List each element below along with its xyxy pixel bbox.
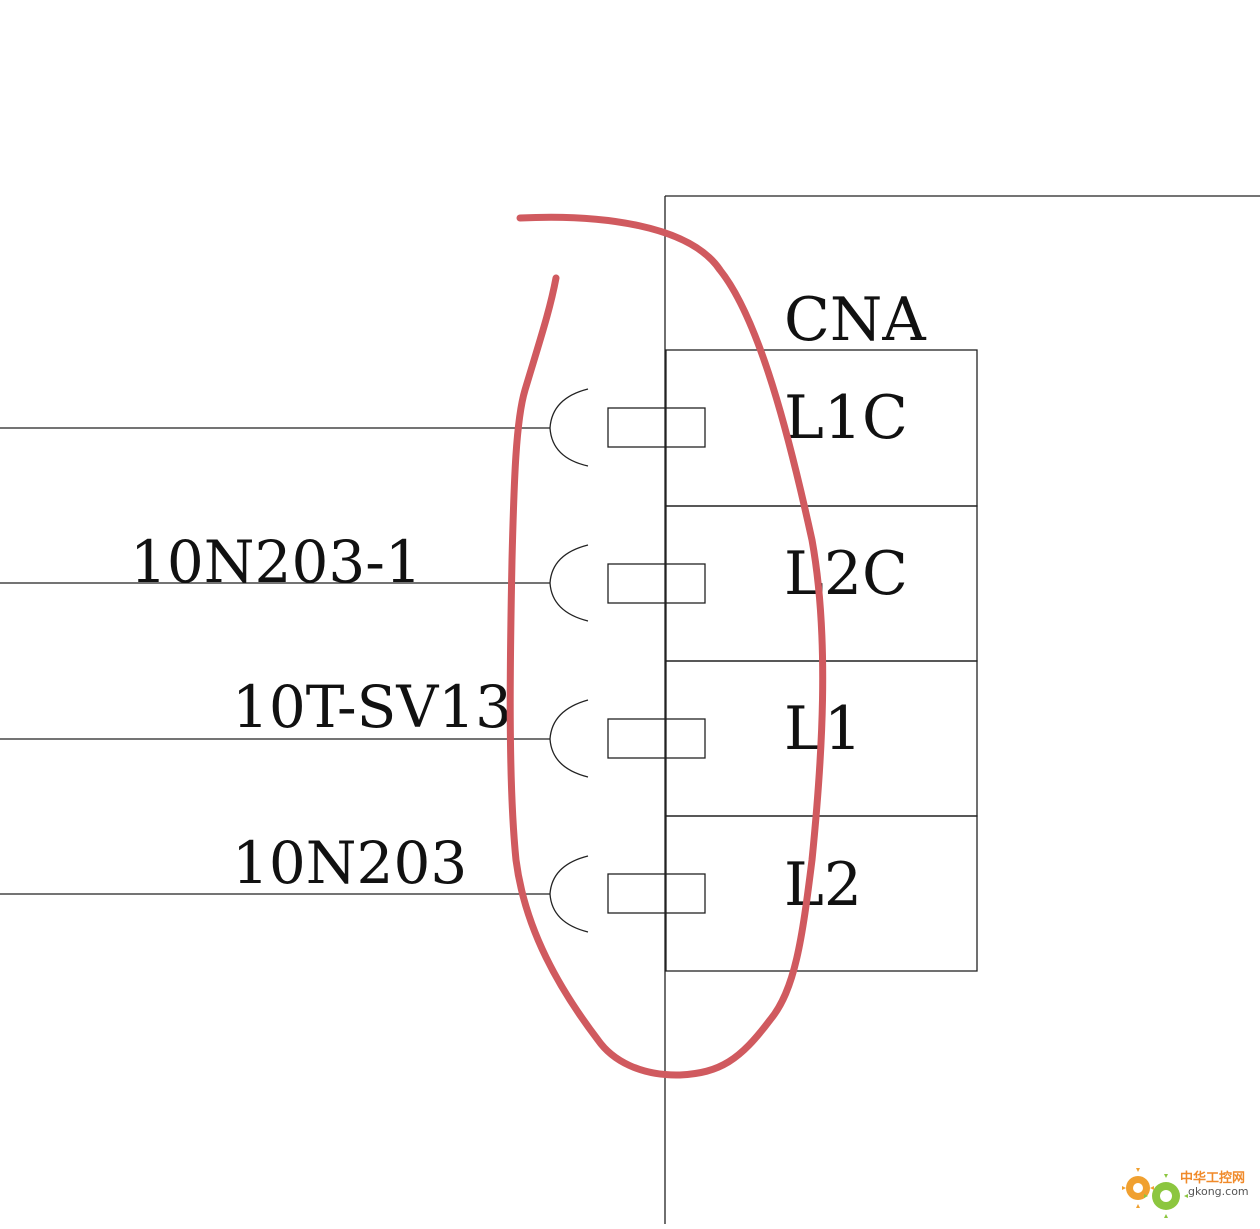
plug-socket-icon <box>549 544 589 622</box>
watermark-brand: 中华工控网 <box>1180 1170 1245 1186</box>
wire-label: 10N203 <box>232 829 467 897</box>
pin-label: L2C <box>784 539 908 609</box>
plug-socket-icon <box>549 855 589 933</box>
pin-terminal <box>607 873 706 914</box>
watermark: 中华工控网 gkong.com <box>1122 1168 1249 1218</box>
plug-socket-icon <box>549 699 589 778</box>
wire-label: 10N203-1 <box>130 528 422 596</box>
connector-block: L1C L2C 10N203-1 L1 10T-SV13 L2 <box>0 349 978 972</box>
gears-icon <box>1122 1168 1188 1218</box>
pin-terminal <box>607 563 706 604</box>
pin-label: L2 <box>784 850 862 920</box>
wire-label: 10T-SV13 <box>232 673 512 741</box>
pin-row-4: L2 10N203 <box>0 815 978 972</box>
pin-row-2: L2C 10N203-1 <box>0 505 978 662</box>
plug-socket-icon <box>549 388 589 467</box>
connector-name: CNA <box>784 285 926 355</box>
watermark-site: gkong.com <box>1188 1185 1249 1198</box>
highlight-annotation-loop <box>506 213 827 1079</box>
pin-label: L1C <box>784 383 908 453</box>
pin-row-1: L1C <box>0 349 978 507</box>
pin-row-3: L1 10T-SV13 <box>0 660 978 817</box>
pin-terminal <box>607 407 706 448</box>
panel-boundary <box>664 195 1260 1224</box>
pin-terminal <box>607 718 706 759</box>
